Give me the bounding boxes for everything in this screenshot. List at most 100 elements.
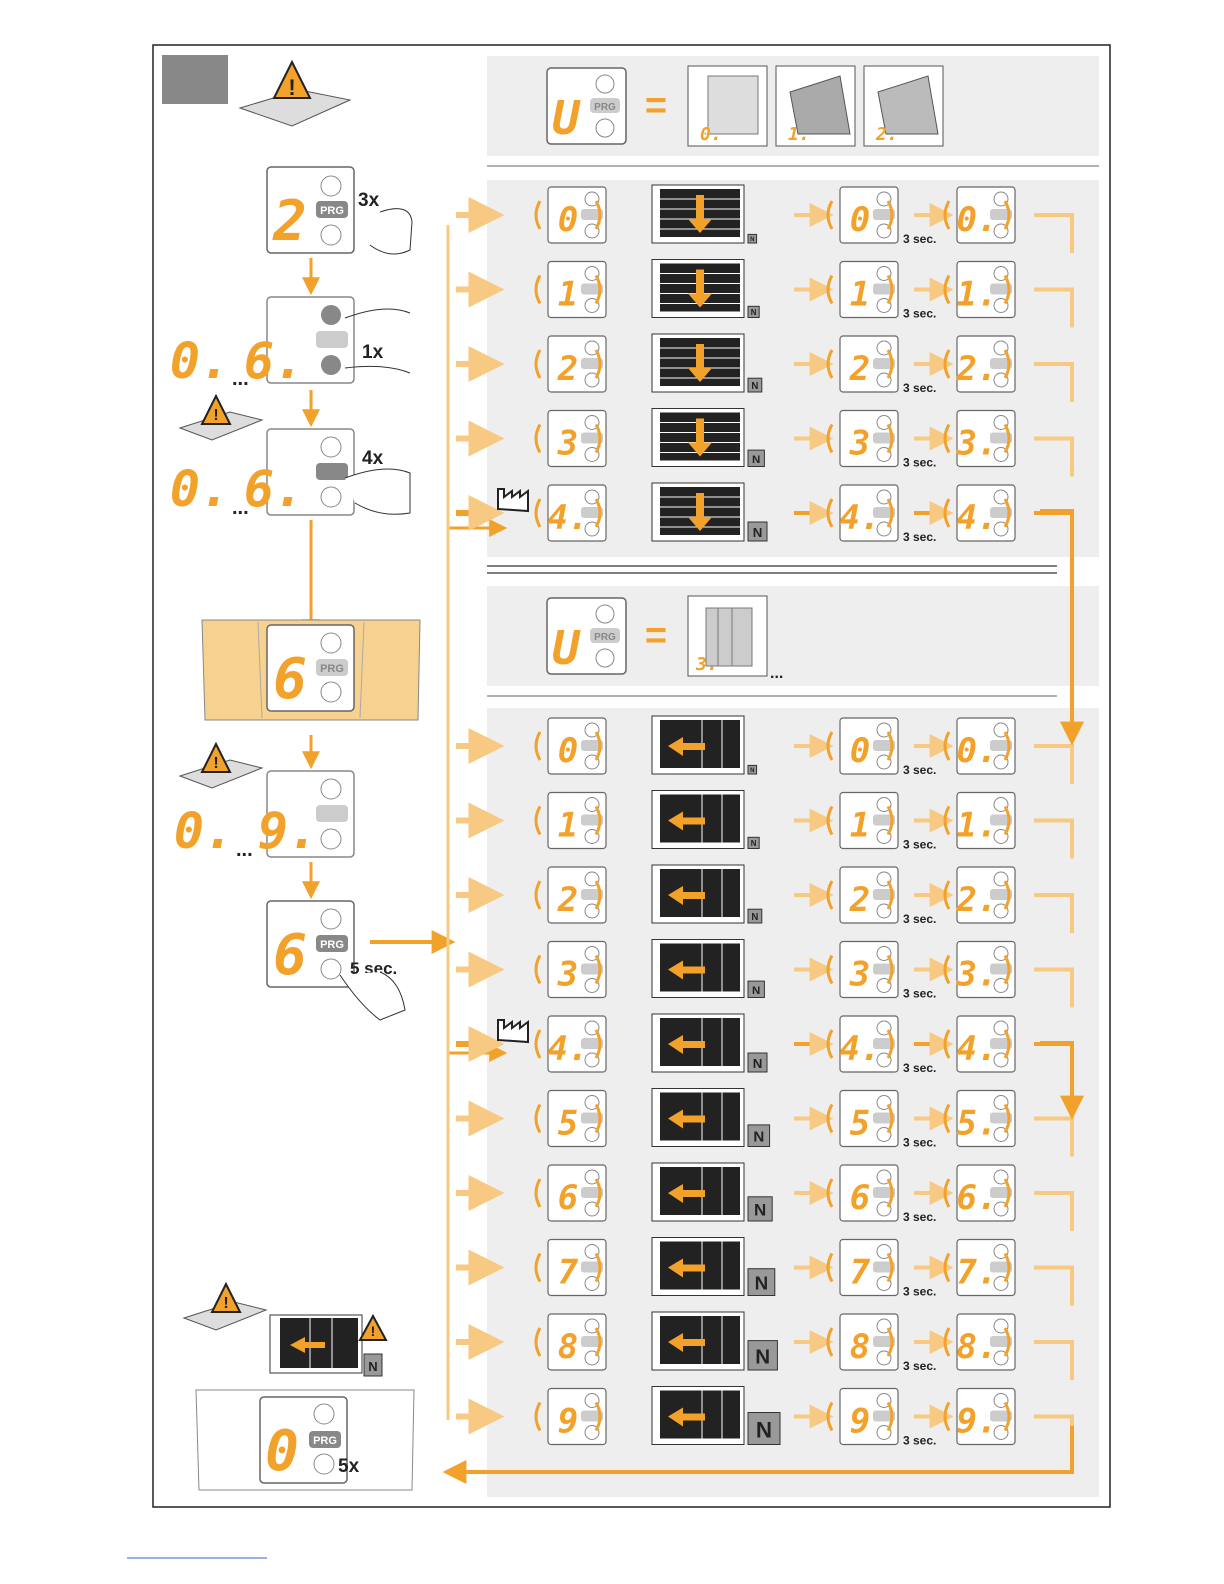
flow-default-next xyxy=(1040,1041,1084,1120)
svg-text:2: 2 xyxy=(272,189,307,254)
svg-text:9: 9 xyxy=(558,1402,578,1442)
flow-arrow xyxy=(1034,744,1074,784)
svg-text:PRG: PRG xyxy=(320,205,344,217)
prg-button[interactable] xyxy=(316,201,348,218)
flow-return xyxy=(442,1426,1074,1484)
confirmed-display: 2. xyxy=(943,866,1016,924)
svg-text:6: 6 xyxy=(273,647,307,712)
svg-text:N: N xyxy=(751,308,757,317)
confirmed-display: 1. xyxy=(943,260,1016,319)
setting-display: 6 xyxy=(534,1164,607,1222)
svg-text:N: N xyxy=(754,1201,766,1220)
svg-text:0: 0 xyxy=(558,200,578,240)
svg-text:3: 3 xyxy=(849,424,870,464)
hold-duration-label: 3 sec. xyxy=(903,912,936,926)
prg-button[interactable] xyxy=(316,331,348,348)
equals-sign: = xyxy=(645,85,667,127)
setting-display: 0 xyxy=(534,717,607,775)
setting-display: 1 xyxy=(534,791,607,850)
sliding-door-icon: N xyxy=(651,1386,781,1445)
svg-text:U: U xyxy=(552,91,581,145)
factory-default-icon xyxy=(497,1019,529,1044)
hold-display: 1 xyxy=(826,260,899,319)
confirmed-display: 6. xyxy=(943,1164,1016,1222)
svg-text:1: 1 xyxy=(558,806,578,846)
door-type-overhead-0: 0. xyxy=(687,65,768,147)
prg-button[interactable] xyxy=(316,659,348,676)
svg-text:8: 8 xyxy=(850,1327,870,1367)
sliding-door-icon: N xyxy=(651,790,760,849)
svg-text:5: 5 xyxy=(850,1104,870,1144)
up-button[interactable] xyxy=(320,632,342,654)
sliding-door-icon: N xyxy=(651,1237,776,1296)
down-button[interactable] xyxy=(320,681,342,703)
svg-text:6: 6 xyxy=(558,1178,578,1218)
hold-display: 6 xyxy=(826,1164,899,1222)
confirmed-display: 3. xyxy=(943,940,1016,999)
down-button[interactable] xyxy=(313,1453,335,1475)
svg-text:!: ! xyxy=(371,1323,376,1339)
hold-duration-label: 3 sec. xyxy=(903,1285,936,1299)
svg-text:8.: 8. xyxy=(957,1327,998,1367)
sliding-door-icon: N xyxy=(651,715,758,775)
confirmed-display: 4. xyxy=(943,484,1016,542)
svg-text:2: 2 xyxy=(849,880,870,920)
flow-arrow xyxy=(1034,1191,1074,1231)
up-button[interactable] xyxy=(321,305,341,325)
prg-button[interactable] xyxy=(316,935,348,952)
svg-text:0.: 0. xyxy=(957,731,998,771)
display-step-5 xyxy=(266,770,355,858)
svg-text:N: N xyxy=(753,525,763,540)
up-button[interactable] xyxy=(320,908,342,930)
manual-warning-icon: ! xyxy=(178,741,264,789)
down-button[interactable] xyxy=(320,224,342,246)
hold-display: 0 xyxy=(826,717,899,775)
down-button[interactable] xyxy=(320,486,342,508)
svg-text:!: ! xyxy=(288,75,295,100)
svg-text:4.: 4. xyxy=(957,498,998,538)
svg-text:7: 7 xyxy=(558,1253,579,1293)
setting-display: 9 xyxy=(534,1387,607,1446)
prg-button[interactable] xyxy=(316,463,348,480)
setting-display: 2 xyxy=(534,335,607,393)
confirmed-display: 0. xyxy=(943,186,1016,244)
ellipsis: ... xyxy=(232,368,249,390)
hold-duration-label: 3 sec. xyxy=(903,1136,936,1150)
hold-duration-label: 3 sec. xyxy=(903,763,936,777)
svg-text:N: N xyxy=(750,237,754,243)
down-button[interactable] xyxy=(321,355,341,375)
hold-duration-label: 3 sec. xyxy=(903,381,936,395)
hold-duration-label: 3 sec. xyxy=(903,456,936,470)
svg-text:N: N xyxy=(753,1129,764,1146)
svg-text:4.: 4. xyxy=(840,498,881,538)
hold-duration-label: 3 sec. xyxy=(903,307,936,321)
down-button[interactable] xyxy=(320,958,342,980)
finger-icon xyxy=(369,208,413,255)
hold-display: 9 xyxy=(826,1387,899,1446)
up-button[interactable] xyxy=(313,1403,335,1425)
hold-display: 4. xyxy=(826,484,899,542)
confirmed-display: 3. xyxy=(943,409,1016,468)
svg-text:!: ! xyxy=(213,407,218,424)
press-count-label: 5x xyxy=(338,1456,360,1477)
hold-display: 8 xyxy=(826,1313,899,1371)
svg-text:3: 3 xyxy=(849,955,870,995)
prg-button[interactable] xyxy=(309,1431,341,1448)
hold-duration-label: 3 sec. xyxy=(903,838,936,852)
up-button[interactable] xyxy=(320,436,342,458)
svg-text:PRG: PRG xyxy=(313,1435,337,1447)
flow-arrow xyxy=(1034,1340,1074,1380)
svg-text:!: ! xyxy=(213,755,218,772)
svg-text:N: N xyxy=(368,1359,377,1374)
hold-display: 2 xyxy=(826,335,899,393)
up-button[interactable] xyxy=(320,175,342,197)
type-selector-display: U PRG xyxy=(546,597,627,675)
hold-display: 2 xyxy=(826,866,899,924)
svg-text:1.: 1. xyxy=(788,124,810,145)
svg-text:7: 7 xyxy=(850,1253,871,1293)
